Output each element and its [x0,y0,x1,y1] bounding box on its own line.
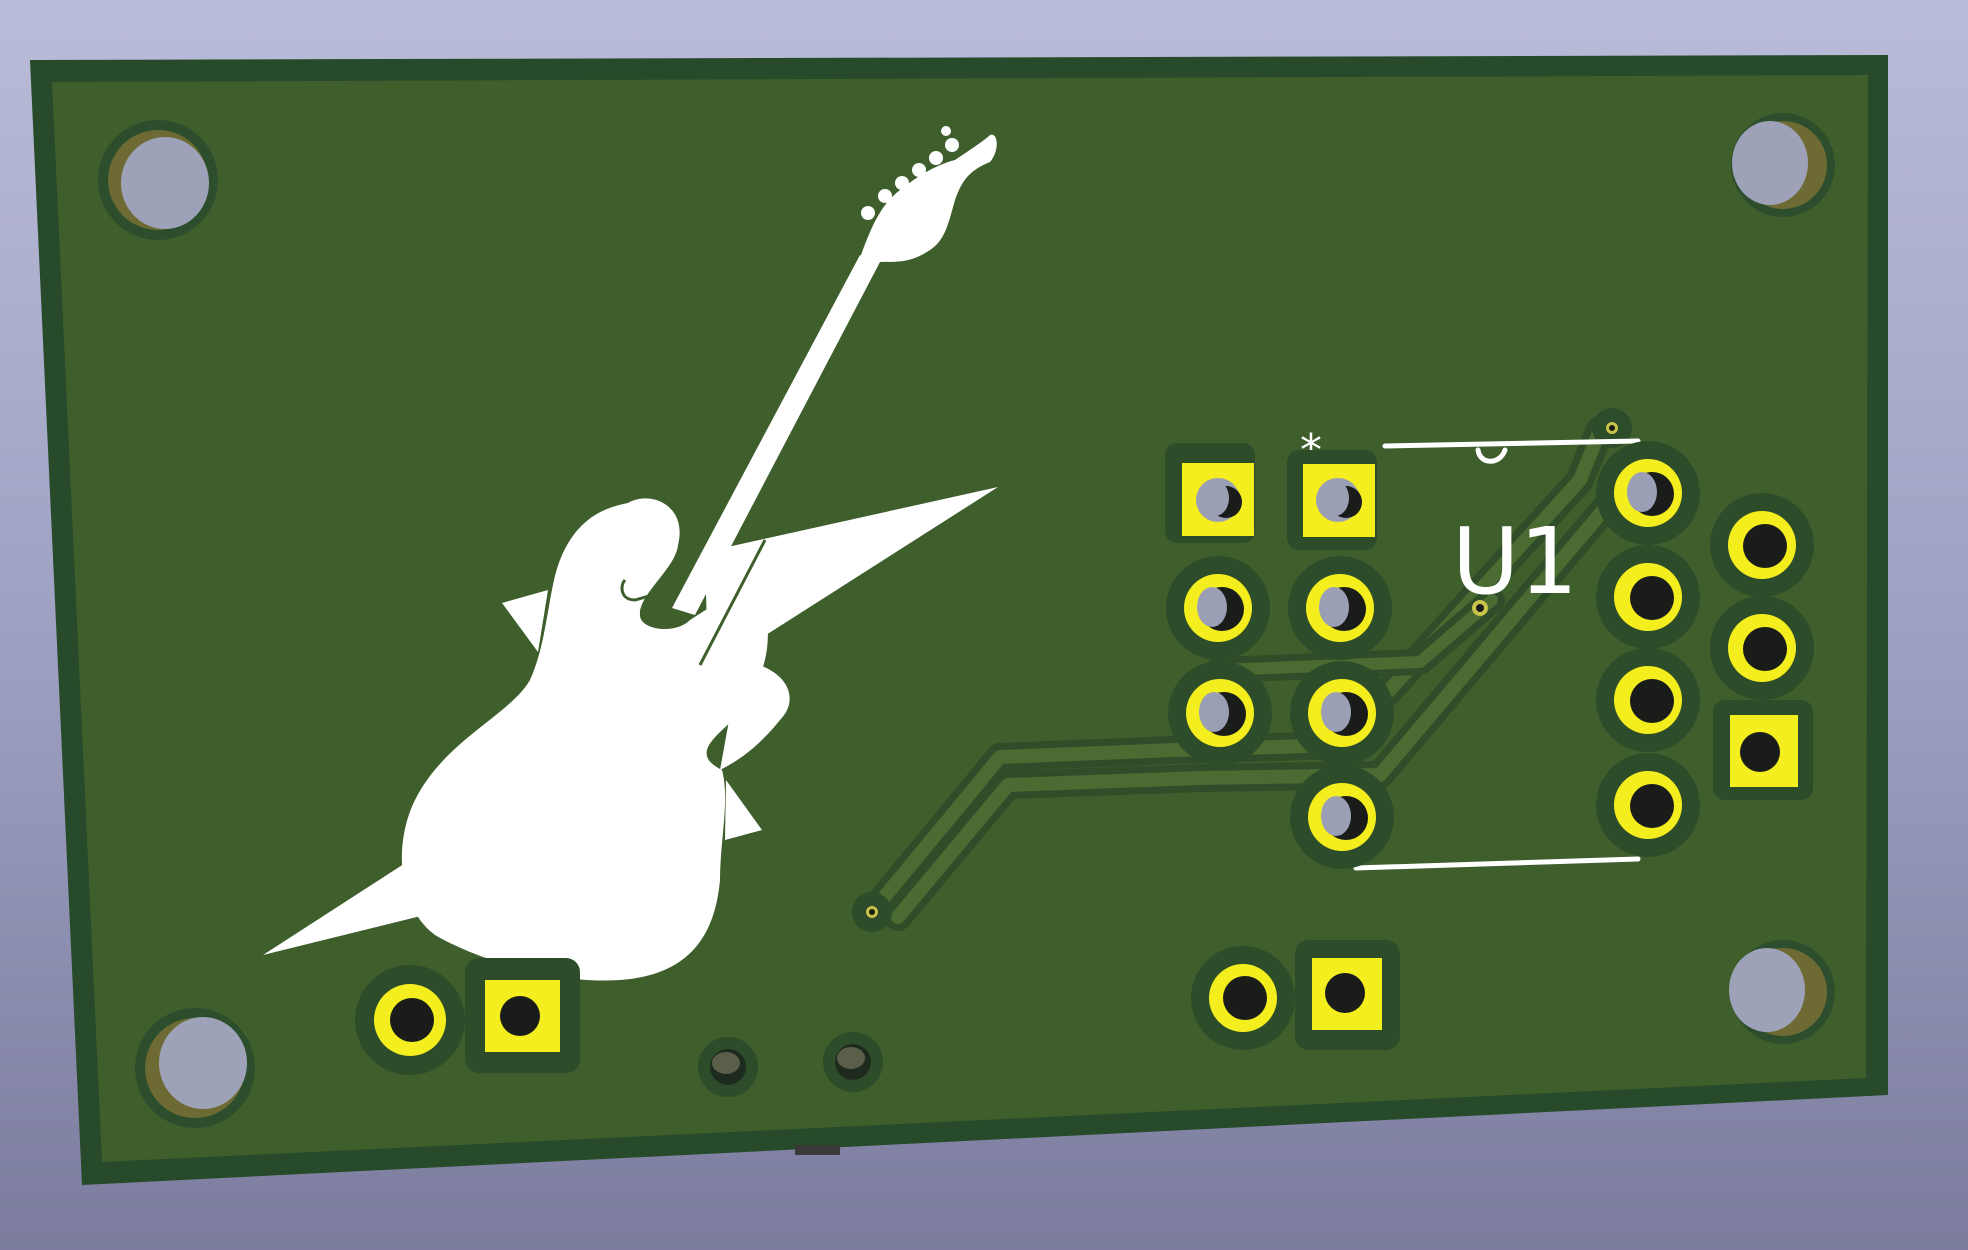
via-icon [852,892,892,932]
via-icon [1472,600,1488,616]
through-hole-pad-icon [1165,443,1255,543]
mounting-hole-icon [135,1008,255,1128]
guitar-logo-icon [263,126,998,981]
through-hole-pad-icon [1290,661,1394,765]
through-hole-pad-icon [1166,556,1270,660]
edge-component [795,1145,840,1155]
through-hole-pad-icon [1295,940,1400,1050]
through-hole-pad-icon [1713,700,1813,800]
mounting-hole-icon [1731,113,1835,217]
board-soldermask [52,75,1868,1162]
mounting-hole-icon [98,120,218,240]
drill-hole-icon [698,1037,758,1097]
through-hole-pad-icon [1290,765,1394,869]
guitar-logo-detail [620,539,767,666]
through-hole-pad-icon [465,958,580,1073]
via-icon [1592,408,1632,448]
through-hole-pad-icon [1168,661,1272,765]
u1-reference-label: U1 [1452,508,1578,615]
through-hole-pad-icon [1288,556,1392,660]
through-hole-pad-icon [1191,946,1295,1050]
drill-hole-icon [823,1032,883,1092]
through-hole-pad-icon [1596,441,1700,545]
mounting-hole-icon [1729,940,1835,1044]
through-hole-pad-icon [1596,545,1700,649]
through-hole-pad-icon [1287,450,1377,550]
through-hole-pad-icon [355,965,465,1075]
u1-outline [1353,438,1641,871]
through-hole-pad-icon [1596,753,1700,857]
through-hole-pad-icon [1710,596,1814,700]
through-hole-pad-icon [1710,493,1814,597]
through-hole-pad-icon [1596,648,1700,752]
